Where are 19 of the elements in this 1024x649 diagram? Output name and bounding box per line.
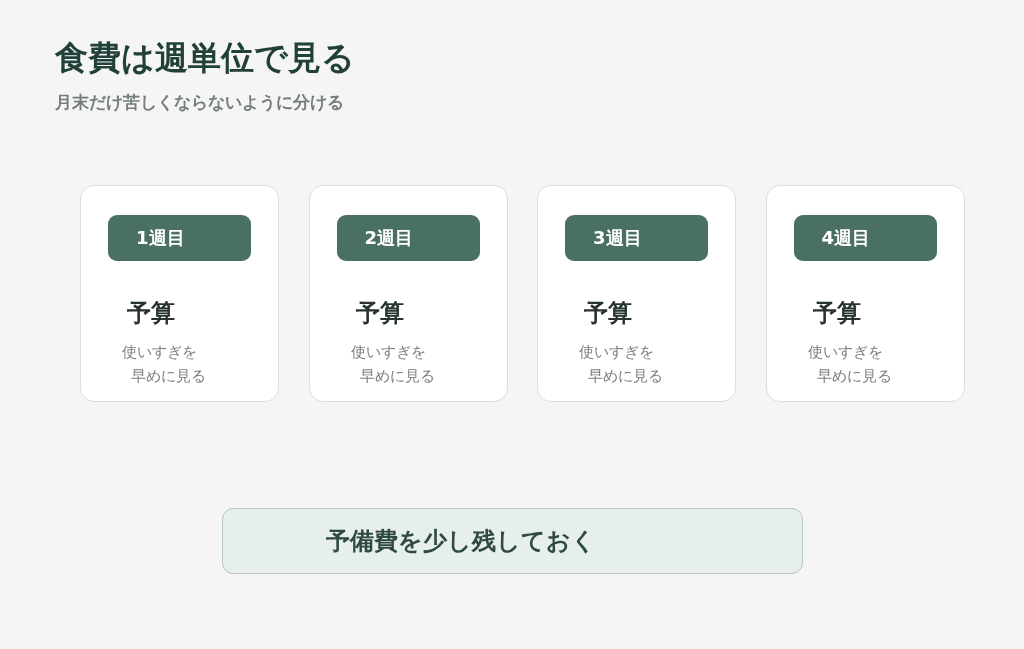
card-heading: 予算	[812, 298, 861, 329]
subtitle: 月末だけ苦しくならないように分ける	[55, 91, 344, 114]
card-description: 使いすぎを早めに見る	[807, 342, 893, 387]
week-label: 1週目	[108, 215, 251, 261]
week-label: 3週目	[565, 215, 708, 261]
card	[80, 185, 279, 402]
week-label: 2週目	[336, 215, 480, 261]
title: 食費は週単位で見る	[55, 37, 355, 79]
card	[537, 185, 736, 402]
week-label: 4週目	[793, 215, 937, 261]
card	[308, 185, 508, 402]
card	[765, 185, 965, 402]
card-description: 使いすぎを早めに見る	[122, 342, 207, 387]
note-panel: 予備費を少し残しておく	[222, 508, 803, 574]
card-heading: 予算	[355, 298, 404, 329]
card-heading: 予算	[127, 298, 175, 329]
card-description: 使いすぎを早めに見る	[579, 342, 664, 387]
card-heading: 予算	[584, 298, 632, 329]
card-description: 使いすぎを早めに見る	[350, 342, 436, 387]
